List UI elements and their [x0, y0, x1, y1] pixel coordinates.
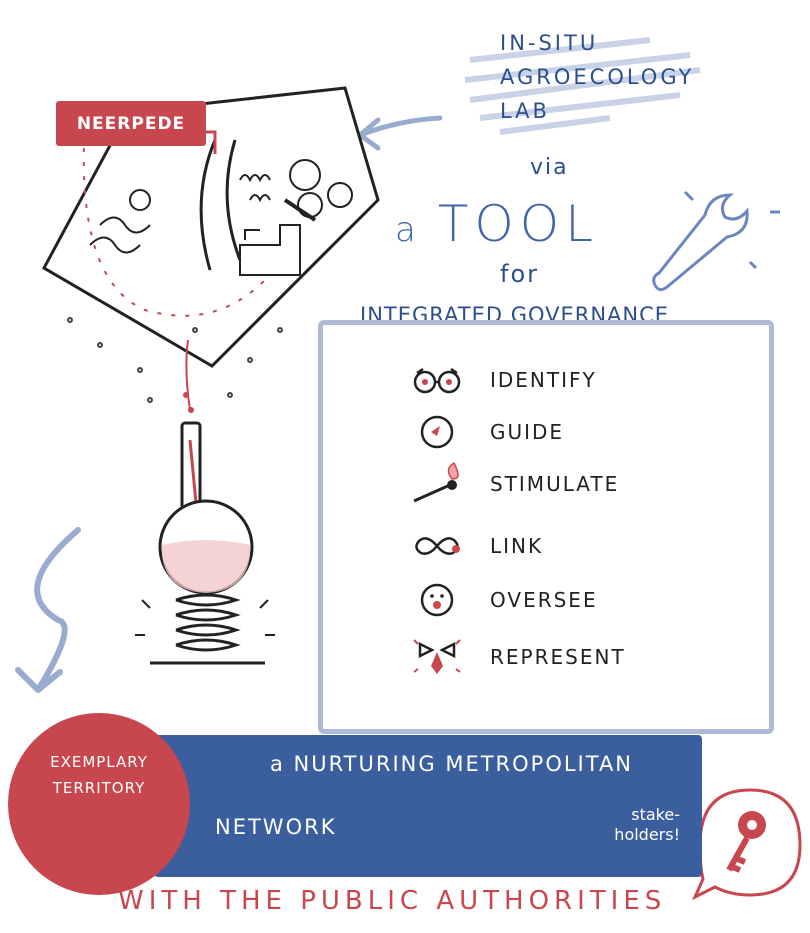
- territory-line2: TERRITORY: [52, 779, 146, 797]
- down-arrow: [15, 527, 81, 693]
- action-label: OVERSEE: [490, 588, 598, 612]
- lab-title-line: LAB: [500, 99, 550, 123]
- lab-title-line: AGROECOLOGY: [500, 65, 695, 89]
- action-label: GUIDE: [490, 420, 565, 444]
- action-label: LINK: [490, 534, 544, 558]
- tie-icon: [410, 634, 464, 680]
- network-line1: a NURTURING METROPOLITAN: [270, 752, 634, 776]
- map-drawing: [41, 86, 380, 368]
- for-label: for: [500, 260, 539, 288]
- neerpede-tag: NEERPEDE: [56, 101, 206, 146]
- lab-title-line: IN-SITU: [500, 31, 599, 55]
- key-icon: [691, 788, 802, 901]
- network-line2: NETWORK: [215, 815, 337, 839]
- stakeholders-line: holders!: [614, 825, 680, 844]
- action-label: STIMULATE: [490, 472, 620, 496]
- tool-article: a: [395, 210, 422, 250]
- glasses-icon: [410, 357, 464, 403]
- action-guide: GUIDE: [410, 409, 564, 455]
- territory-line1: EXEMPLARY: [50, 753, 148, 771]
- stakeholders-line: stake-: [631, 805, 680, 824]
- footer-text: WITH THE PUBLIC AUTHORITIES: [118, 886, 667, 916]
- tool-heading: a TOOL: [395, 195, 599, 253]
- infinity-icon: [410, 523, 464, 569]
- dots: [67, 317, 283, 403]
- network-banner: [154, 735, 702, 877]
- title-scribble: [464, 37, 701, 135]
- action-label: REPRESENT: [490, 645, 626, 669]
- face-icon: [410, 577, 464, 623]
- action-represent: REPRESENT: [410, 634, 626, 680]
- stakeholders-label: stake- holders!: [590, 805, 680, 845]
- flask-drawing: [135, 421, 275, 665]
- action-oversee: OVERSEE: [410, 577, 598, 623]
- wrench-icon: [652, 193, 749, 292]
- actions-box: [318, 320, 774, 734]
- via-label: via: [530, 155, 569, 180]
- territory-circle: EXEMPLARY TERRITORY: [8, 713, 190, 895]
- lab-title: IN-SITU AGROECOLOGY LAB: [500, 26, 694, 128]
- match-icon: [410, 461, 464, 507]
- action-stimulate: STIMULATE: [410, 461, 619, 507]
- action-link: LINK: [410, 523, 543, 569]
- title-arrow: [357, 115, 443, 151]
- compass-icon: [410, 409, 464, 455]
- tool-word: TOOL: [437, 195, 599, 253]
- action-identify: IDENTIFY: [410, 357, 597, 403]
- action-label: IDENTIFY: [490, 368, 597, 392]
